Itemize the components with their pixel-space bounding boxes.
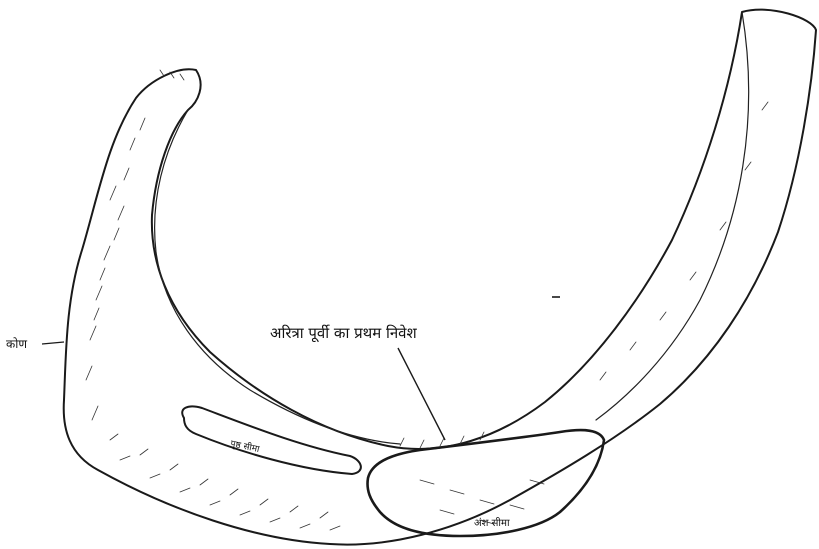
rib-bone-outline — [64, 10, 816, 545]
rib-shaft-edge — [596, 12, 749, 420]
label-left: कोण — [6, 337, 27, 351]
label-leader: अरित्रा पूर्वी का प्रथम निवेश — [270, 324, 418, 343]
hatching — [86, 70, 768, 530]
label-groove-right: अंश सीमा — [474, 517, 510, 529]
left-label-tick — [42, 342, 64, 344]
groove-left — [182, 406, 361, 474]
leader-line — [398, 348, 445, 440]
rib-inner-edge — [155, 110, 400, 444]
